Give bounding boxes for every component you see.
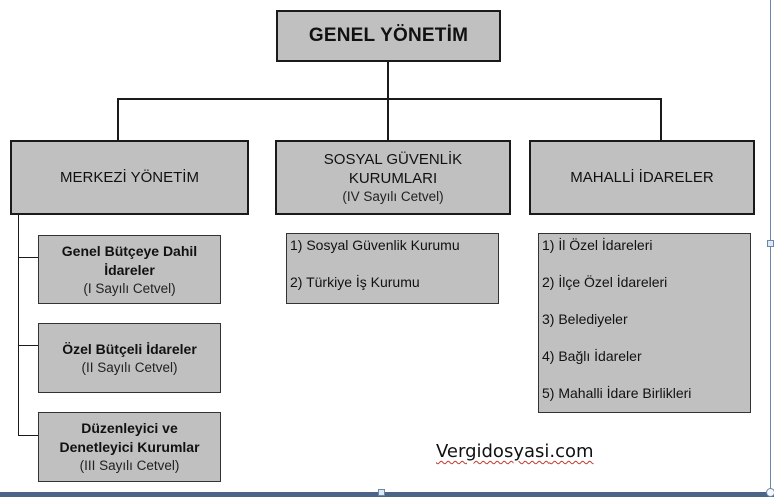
connector-to-sosyal	[387, 98, 389, 140]
root-node-title: GENEL YÖNETİM	[308, 25, 469, 46]
node-duzenleyici-subtitle: (III Sayılı Cetvel)	[79, 458, 180, 473]
resize-handle-bottom-right[interactable]	[766, 488, 774, 497]
node-sosyal-guvenlik[interactable]: SOSYAL GÜVENLİK KURUMLARI (IV Sayılı Cet…	[275, 140, 511, 215]
merkezi-branch-2	[18, 345, 38, 346]
node-sosyal-subtitle: (IV Sayılı Cetvel)	[342, 188, 444, 204]
list-item: 3) Belediyeler	[542, 311, 628, 327]
resize-handle-bottom-middle[interactable]	[378, 489, 385, 496]
merkezi-branch-1	[18, 257, 38, 258]
watermark-main: Vergidosyasi	[436, 441, 550, 462]
node-genel-butceye-dahil[interactable]: Genel Bütçeye Dahil İdareler (I Sayılı C…	[38, 235, 221, 304]
selection-frame-bottom-edge	[0, 492, 774, 497]
connector-root-down	[387, 61, 389, 99]
node-duzenleyici-line1: Düzenleyici ve	[81, 420, 178, 436]
connector-horizontal	[117, 98, 662, 100]
node-merkezi-yonetim[interactable]: MERKEZİ YÖNETİM	[10, 140, 249, 215]
root-node-genel-yonetim[interactable]: GENEL YÖNETİM	[276, 10, 501, 62]
merkezi-spine	[18, 214, 19, 436]
node-ozel-butceli-line1: Özel Bütçeli İdareler	[62, 340, 197, 357]
resize-handle-right-middle[interactable]	[767, 240, 774, 247]
list-item: 1) İl Özel İdareleri	[542, 237, 653, 253]
node-ozel-butceli[interactable]: Özel Bütçeli İdareler (II Sayılı Cetvel)	[38, 323, 221, 393]
node-genel-butce-line1: Genel Bütçeye Dahil	[61, 242, 198, 259]
list-item: 2) Türkiye İş Kurumu	[290, 274, 420, 290]
sosyal-guvenlik-list[interactable]: 1) Sosyal Güvenlik Kurumu 2) Türkiye İş …	[286, 233, 499, 304]
node-duzenleyici-line2: Denetleyici Kurumlar	[59, 439, 200, 455]
list-item: 4) Bağlı İdareler	[542, 348, 642, 364]
node-ozel-butceli-subtitle: (II Sayılı Cetvel)	[81, 359, 178, 375]
node-genel-butce-line2: İdareler	[104, 261, 155, 278]
watermark-text: Vergidosyasi.com	[436, 441, 594, 462]
mahalli-idareler-list[interactable]: 1) İl Özel İdareleri 2) İlçe Özel İdarel…	[538, 233, 751, 413]
watermark-suffix: .com	[549, 441, 594, 462]
node-mahalli-title: MAHALLİ İDARELER	[570, 169, 714, 186]
merkezi-branch-3	[18, 435, 38, 436]
node-sosyal-title-line2: KURUMLARI	[348, 169, 438, 187]
node-duzenleyici-denetleyici[interactable]: Düzenleyici ve Denetleyici Kurumlar (III…	[38, 412, 221, 482]
connector-to-mahalli	[660, 98, 662, 140]
connector-to-merkezi	[117, 98, 119, 140]
node-mahalli-idareler[interactable]: MAHALLİ İDARELER	[529, 140, 755, 215]
node-genel-butce-subtitle: (I Sayılı Cetvel)	[83, 280, 176, 296]
node-sosyal-title-line1: SOSYAL GÜVENLİK	[323, 150, 463, 168]
list-item: 2) İlçe Özel İdareleri	[542, 274, 668, 290]
list-item: 1) Sosyal Güvenlik Kurumu	[290, 237, 460, 253]
node-merkezi-title: MERKEZİ YÖNETİM	[60, 169, 199, 186]
list-item: 5) Mahalli İdare Birlikleri	[542, 385, 692, 401]
